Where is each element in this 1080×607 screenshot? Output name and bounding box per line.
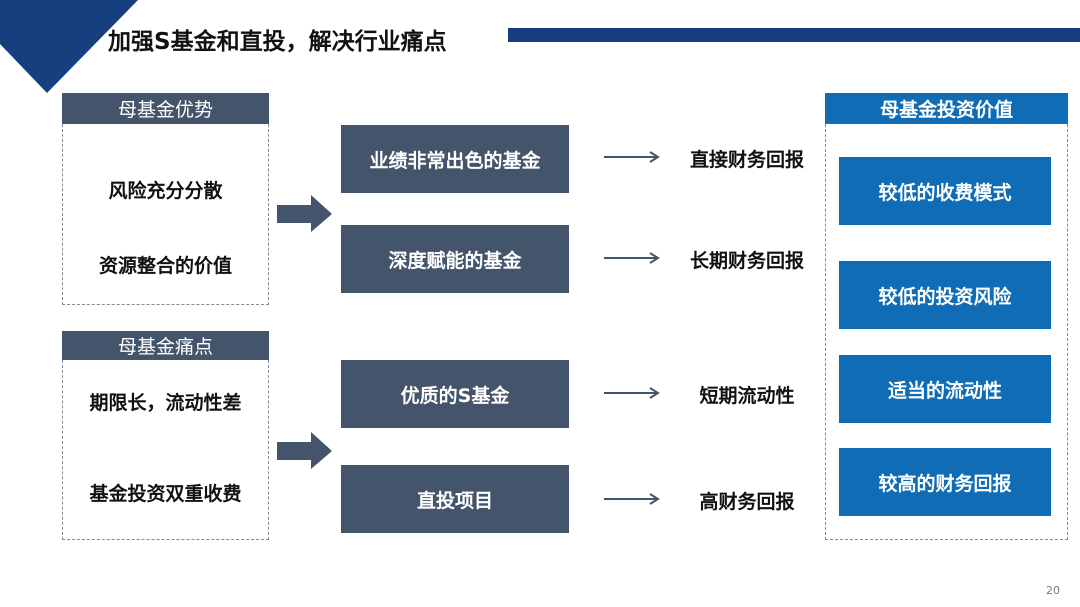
advantage-item: 资源整合的价值 — [98, 255, 232, 277]
fund-type-box: 直投项目 — [341, 465, 569, 533]
advantages-panel — [62, 124, 269, 305]
page-number: 20 — [1046, 584, 1060, 597]
return-label: 高财务回报 — [699, 491, 795, 513]
pain-point-item: 基金投资双重收费 — [89, 483, 242, 505]
advantages-header: 母基金优势 — [62, 93, 269, 124]
return-label: 直接财务回报 — [689, 149, 804, 171]
right-arrow-icon — [277, 432, 332, 469]
small-arrow-icon — [604, 493, 660, 505]
investment-value-header: 母基金投资价值 — [825, 93, 1068, 124]
value-item: 较高的财务回报 — [839, 448, 1051, 516]
advantage-item: 风险充分分散 — [108, 180, 223, 202]
pain-point-item: 期限长，流动性差 — [89, 392, 242, 414]
small-arrow-icon — [604, 151, 660, 163]
title-bar-decoration — [508, 28, 1080, 42]
corner-triangle-decoration — [0, 0, 138, 93]
fund-type-box: 深度赋能的基金 — [341, 225, 569, 293]
value-item: 较低的收费模式 — [839, 157, 1051, 225]
fund-type-box: 业绩非常出色的基金 — [341, 125, 569, 193]
pain-points-panel — [62, 360, 269, 540]
value-item: 适当的流动性 — [839, 355, 1051, 423]
pain-points-header: 母基金痛点 — [62, 331, 269, 360]
return-label: 短期流动性 — [699, 385, 795, 407]
right-arrow-icon — [277, 195, 332, 232]
small-arrow-icon — [604, 252, 660, 264]
value-item: 较低的投资风险 — [839, 261, 1051, 329]
small-arrow-icon — [604, 387, 660, 399]
page-title: 加强S基金和直投，解决行业痛点 — [108, 29, 447, 55]
investment-value-panel — [825, 124, 1068, 540]
return-label: 长期财务回报 — [689, 250, 804, 272]
fund-type-box: 优质的S基金 — [341, 360, 569, 428]
